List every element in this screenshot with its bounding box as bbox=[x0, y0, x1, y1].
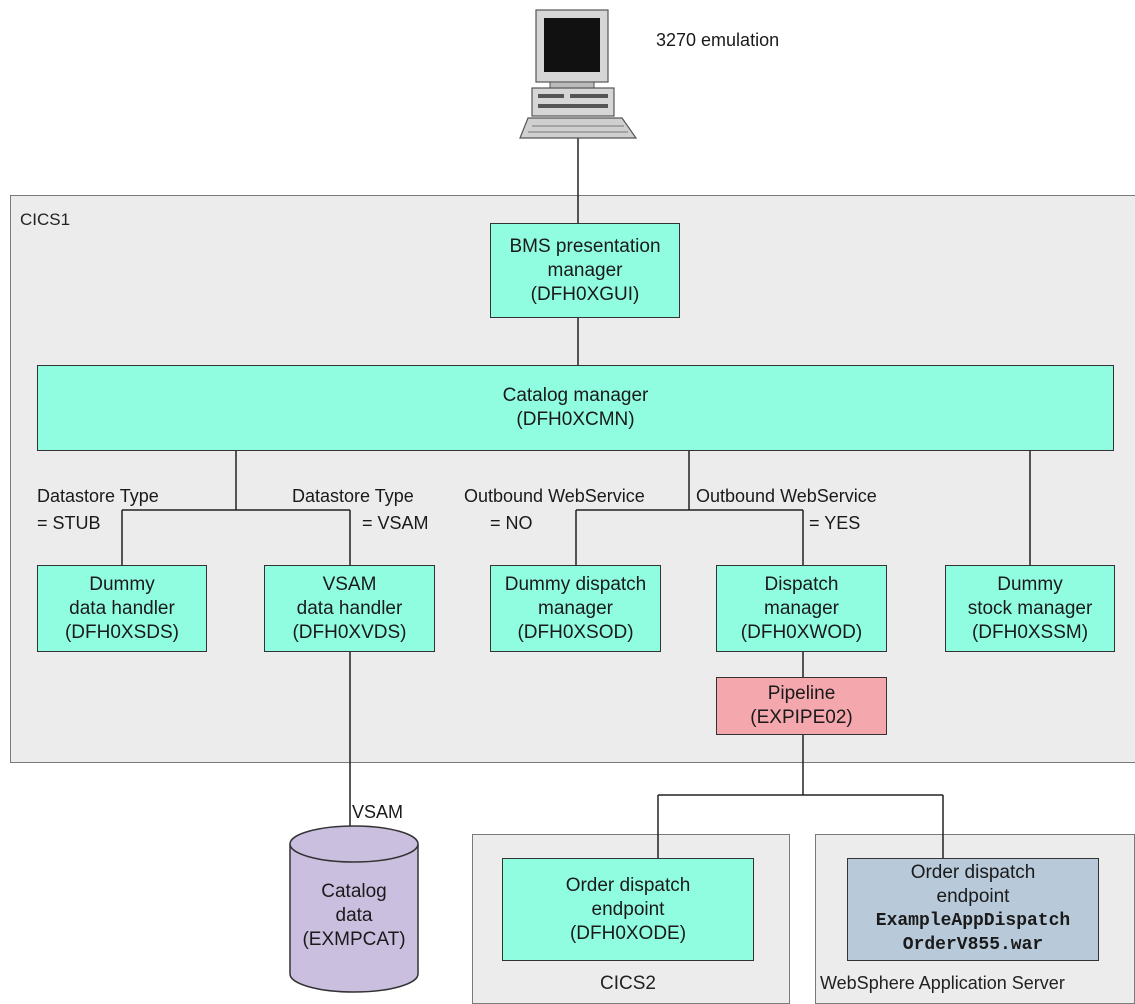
pipeline: Pipeline (EXPIPE02) bbox=[716, 677, 887, 735]
dummy-data-handler: Dummy data handler (DFH0XSDS) bbox=[37, 565, 207, 652]
bms-line1: BMS presentation bbox=[509, 235, 661, 257]
ws-no-label-2: = NO bbox=[490, 513, 533, 533]
dispatch-manager-line1: Dispatch bbox=[764, 573, 839, 595]
ws-yes-label-1: Outbound WebService bbox=[696, 486, 877, 506]
dummy-stock-manager-line1: Dummy bbox=[997, 573, 1063, 595]
dummy-stock-manager-line3: (DFH0XSSM) bbox=[971, 621, 1089, 643]
computer-terminal-icon bbox=[519, 9, 638, 139]
dummy-dispatch-manager: Dummy dispatch manager (DFH0XSOD) bbox=[490, 565, 661, 652]
dispatch-manager: Dispatch manager (DFH0XWOD) bbox=[716, 565, 887, 652]
cics2-label: CICS2 bbox=[600, 973, 656, 994]
datastore-stub-label-2: = STUB bbox=[37, 513, 101, 533]
cics2-endpoint-line3: (DFH0XODE) bbox=[569, 922, 687, 944]
was-endpoint-line2: endpoint bbox=[936, 886, 1010, 907]
vsam-data-handler-line1: VSAM bbox=[322, 573, 377, 595]
terminal-label: 3270 emulation bbox=[656, 30, 780, 50]
datastore-stub-label-1: Datastore Type bbox=[37, 486, 159, 506]
vsam-data-handler-line2: data handler bbox=[296, 597, 403, 619]
catalog-manager-line2: (DFH0XCMN) bbox=[516, 409, 635, 430]
cics1-label: CICS1 bbox=[20, 210, 71, 229]
bms-line2: manager bbox=[547, 259, 623, 281]
dummy-stock-manager-line2: stock manager bbox=[967, 597, 1093, 619]
catalog-data-line2: data bbox=[335, 905, 373, 926]
bms-presentation-manager: BMS presentation manager (DFH0XGUI) bbox=[490, 223, 680, 318]
catalog-manager: Catalog manager (DFH0XCMN) bbox=[37, 365, 1114, 451]
pipeline-line2: (EXPIPE02) bbox=[750, 707, 853, 728]
catalog-manager-line1: Catalog manager bbox=[502, 385, 649, 406]
ws-yes-label-2: = YES bbox=[809, 513, 861, 533]
dummy-dispatch-manager-line2: manager bbox=[538, 597, 613, 619]
cics2-order-dispatch-endpoint: Order dispatch endpoint (DFH0XODE) bbox=[502, 858, 754, 961]
dummy-data-handler-line2: data handler bbox=[69, 597, 175, 619]
dummy-data-handler-line3: (DFH0XSDS) bbox=[64, 621, 179, 643]
vsam-data-handler: VSAM data handler (DFH0XVDS) bbox=[264, 565, 435, 652]
database-cylinder-icon bbox=[289, 825, 419, 993]
vsam-data-handler-line3: (DFH0XVDS) bbox=[292, 621, 407, 643]
was-endpoint-line3: ExampleAppDispatch bbox=[875, 911, 1071, 931]
datastore-vsam-label-1: Datastore Type bbox=[292, 486, 414, 506]
dispatch-manager-line2: manager bbox=[764, 597, 839, 619]
catalog-data-line1: Catalog bbox=[321, 881, 387, 902]
vsam-connector-label: VSAM bbox=[352, 802, 404, 822]
cics2-endpoint-line1: Order dispatch bbox=[565, 874, 691, 896]
ws-no-label-1: Outbound WebService bbox=[464, 486, 645, 506]
dummy-dispatch-manager-line1: Dummy dispatch bbox=[504, 573, 647, 595]
cics2-endpoint-line2: endpoint bbox=[591, 898, 665, 920]
dummy-data-handler-line1: Dummy bbox=[89, 573, 155, 595]
dispatch-manager-line3: (DFH0XWOD) bbox=[740, 621, 863, 643]
was-endpoint-line1: Order dispatch bbox=[910, 862, 1036, 883]
catalog-data: Catalog data (EXMPCAT) bbox=[290, 868, 418, 964]
websphere-order-dispatch-endpoint: Order dispatch endpoint ExampleAppDispat… bbox=[847, 858, 1099, 961]
bms-line3: (DFH0XGUI) bbox=[530, 283, 640, 305]
catalog-data-line3: (EXMPCAT) bbox=[302, 929, 406, 950]
datastore-vsam-label-2: = VSAM bbox=[362, 513, 429, 533]
was-endpoint-line4: OrderV855.war bbox=[902, 935, 1044, 955]
websphere-label: WebSphere Application Server bbox=[820, 973, 1065, 993]
pipeline-line1: Pipeline bbox=[767, 683, 836, 704]
dummy-dispatch-manager-line3: (DFH0XSOD) bbox=[517, 621, 634, 643]
dummy-stock-manager: Dummy stock manager (DFH0XSSM) bbox=[945, 565, 1115, 652]
